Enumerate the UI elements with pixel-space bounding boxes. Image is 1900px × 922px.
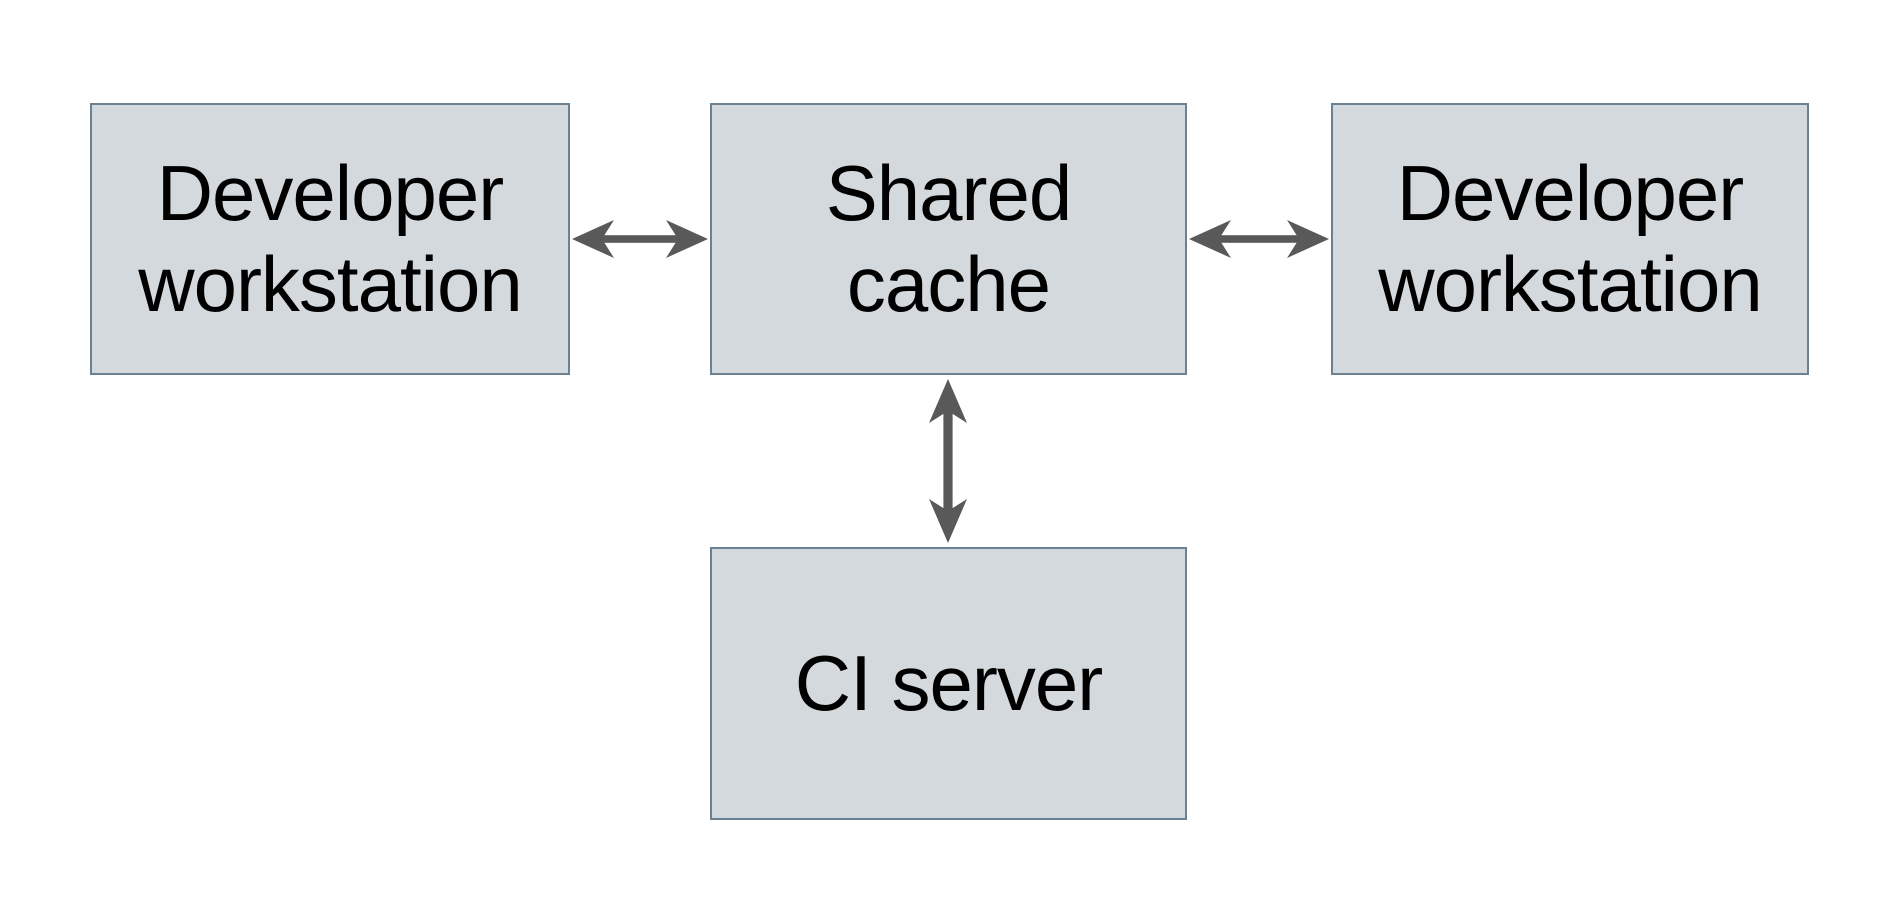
node-label: Developer workstation <box>1378 148 1762 328</box>
node-shared-cache: Shared cache <box>710 103 1187 375</box>
node-developer-workstation-left: Developer workstation <box>90 103 570 375</box>
node-label: Developer workstation <box>138 148 522 328</box>
node-developer-workstation-right: Developer workstation <box>1331 103 1809 375</box>
node-label: CI server <box>794 638 1103 727</box>
double-arrow-left-workstation-cache <box>572 220 708 258</box>
node-label: Shared cache <box>825 148 1073 328</box>
node-ci-server: CI server <box>710 547 1187 820</box>
double-arrow-cache-ci-server <box>929 379 967 543</box>
double-arrow-cache-right-workstation <box>1189 220 1329 258</box>
